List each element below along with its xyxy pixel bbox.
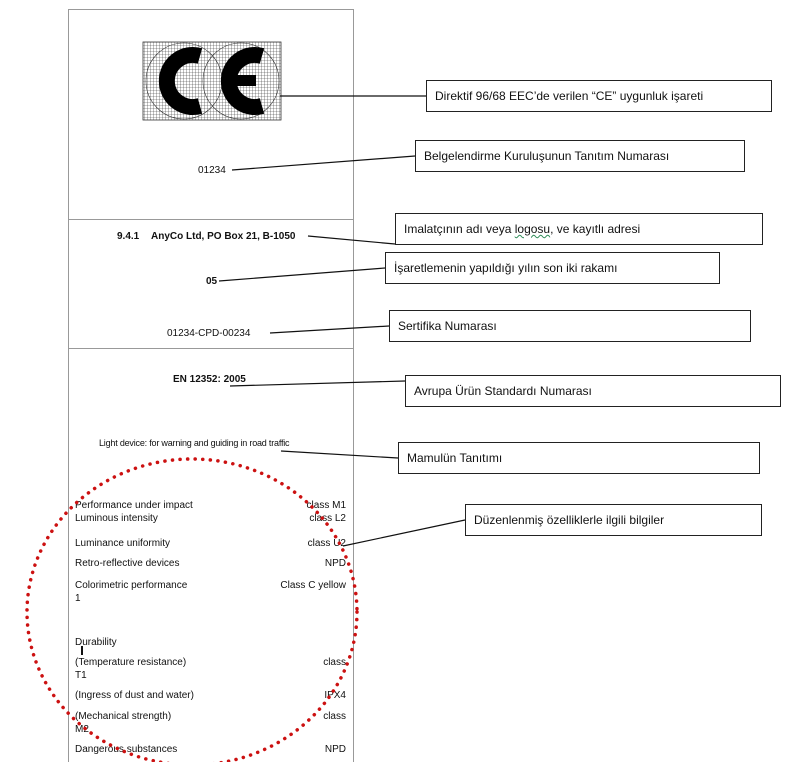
section-divider (68, 219, 353, 220)
dotted-highlight-circle (25, 457, 359, 762)
callout-standard: Avrupa Ürün Standardı Numarası (405, 375, 781, 407)
property-name: Colorimetric performance (75, 580, 188, 591)
leader-line (218, 267, 386, 282)
callout-label: Imalatçının adı veya (404, 222, 515, 236)
property-subscript: M2 (75, 724, 89, 735)
callout-label: Avrupa Ürün Standardı Numarası (414, 384, 592, 398)
property-value: NPD (324, 744, 346, 755)
property-subscript: T1 (75, 670, 87, 681)
property-value: class U2 (307, 538, 346, 549)
callout-notified-body: Belgelendirme Kuruluşunun Tanıtım Numara… (415, 140, 745, 172)
callout-year: İşaretlemenin yapıldığı yılın son iki ra… (385, 252, 720, 284)
callout-label: Direktif 96/68 EEC’de verilen “CE” uygun… (435, 89, 704, 103)
property-value: Class C yellow (280, 580, 346, 591)
callout-certificate: Sertifika Numarası (389, 310, 751, 342)
property-name: (Ingress of dust and water) (75, 690, 194, 701)
callout-label: Belgelendirme Kuruluşunun Tanıtım Numara… (424, 149, 670, 163)
property-name: Luminous intensity (75, 513, 158, 524)
property-value: class (323, 711, 346, 722)
callout-manufacturer: Imalatçının adı veya logosu, ve kayıtlı … (395, 213, 763, 245)
callout-label: İşaretlemenin yapıldığı yılın son iki ra… (394, 261, 618, 275)
property-value: IPX4 (324, 690, 346, 701)
property-subscript: 1 (75, 593, 81, 604)
property-name: Performance under impact (75, 500, 193, 511)
leader-line (307, 235, 396, 245)
property-name: Retro-reflective devices (75, 558, 180, 569)
manufacturer-address: AnyCo Ltd, PO Box 21, B-1050 (151, 231, 296, 242)
property-value: class L2 (309, 513, 346, 524)
product-description: Light device: for warning and guiding in… (99, 438, 290, 448)
leader-line (269, 325, 390, 334)
callout-label-misspelled: logosu (514, 222, 551, 236)
property-name: (Temperature resistance) (75, 657, 187, 668)
property-name: (Mechanical strength) (75, 711, 172, 722)
year-digits: 05 (206, 276, 218, 287)
property-name: Durability (75, 637, 117, 648)
callout-label: , ve kayıtlı adresi (550, 222, 641, 236)
callout-product: Mamulün Tanıtımı (398, 442, 760, 474)
callout-label: Sertifika Numarası (398, 319, 497, 333)
callout-label: Düzenlenmiş özelliklerle ilgili bilgiler (474, 513, 665, 527)
property-value: NPD (324, 558, 346, 569)
certificate-number: 01234-CPD-00234 (167, 328, 251, 339)
property-value: class M1 (306, 500, 346, 511)
clause-number: 9.4.1 (117, 231, 140, 242)
marking-document (68, 9, 354, 762)
leader-line (231, 155, 416, 171)
notified-body-number: 01234 (198, 165, 226, 176)
leader-line (280, 450, 399, 459)
callout-properties: Düzenlenmiş özelliklerle ilgili bilgiler (465, 504, 762, 536)
leader-line (229, 380, 406, 387)
section-divider (68, 348, 353, 349)
leader-line (342, 519, 466, 547)
property-name: Luminance uniformity (75, 538, 171, 549)
callout-label: Mamulün Tanıtımı (407, 451, 503, 465)
callout-ce-mark: Direktif 96/68 EEC’de verilen “CE” uygun… (426, 80, 772, 112)
standard-number: EN 12352: 2005 (173, 374, 246, 385)
property-value: class (323, 657, 346, 668)
property-name: Dangerous substances (75, 744, 178, 755)
text-cursor-icon (81, 646, 83, 655)
